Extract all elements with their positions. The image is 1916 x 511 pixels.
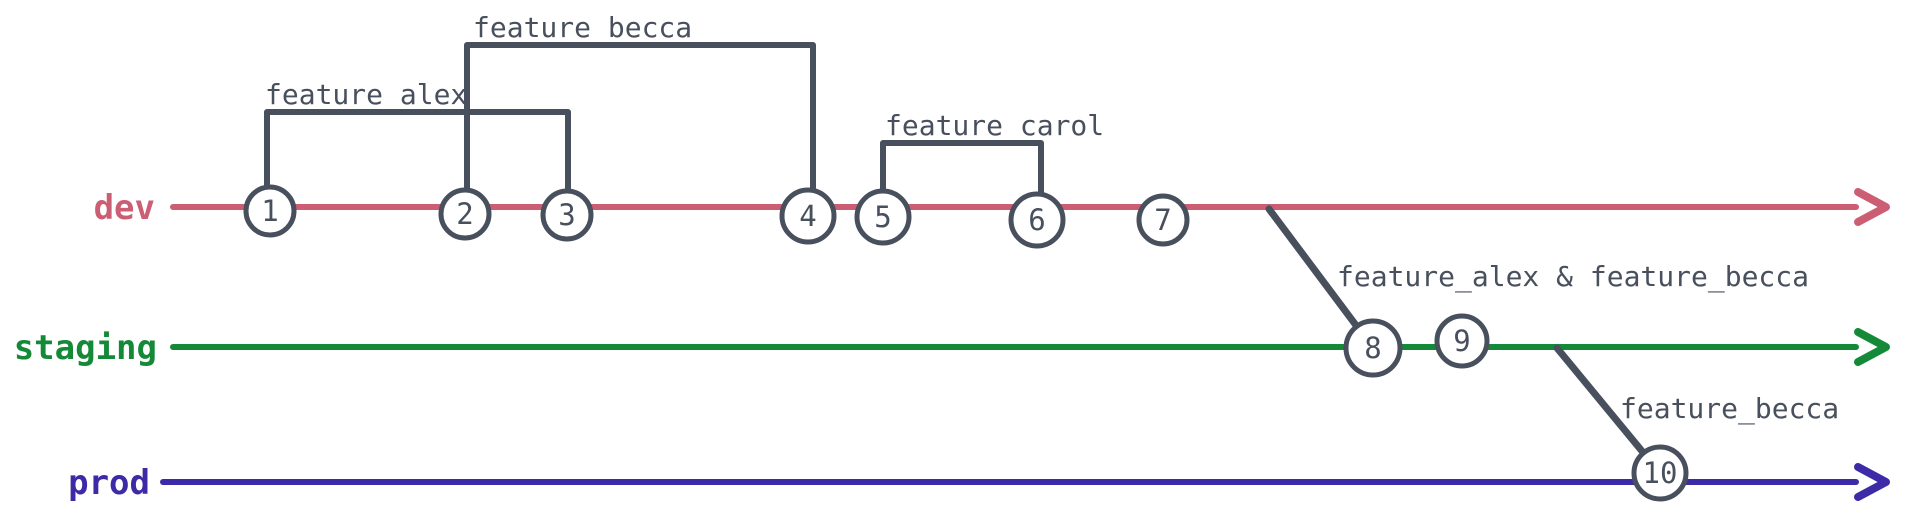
commit-number: 2 <box>456 197 473 231</box>
commit-number: 5 <box>874 200 891 234</box>
commit-number: 1 <box>261 194 278 228</box>
commit-number: 7 <box>1154 203 1171 237</box>
commit-number: 3 <box>558 198 575 232</box>
branch-arrow-icon-staging <box>1854 328 1890 366</box>
commit-number: 6 <box>1028 203 1045 237</box>
commit-node <box>438 187 492 241</box>
feature-bracket <box>880 140 1044 198</box>
commit-node <box>1136 193 1190 247</box>
feature-bracket-label: feature_becca <box>473 11 692 45</box>
feature-bracket <box>264 109 571 195</box>
branch-label-prod: prod <box>68 463 150 503</box>
branch-arrow-icon-dev <box>1854 188 1890 226</box>
commit-node <box>540 188 594 242</box>
commit-node <box>1343 318 1403 378</box>
branch-arrow-icon-prod <box>1854 463 1890 501</box>
feature-bracket-label: feature_alex <box>265 78 467 112</box>
commit-number: 10 <box>1643 456 1678 490</box>
commit-node <box>1008 191 1066 249</box>
commit-node <box>243 184 297 238</box>
merge-label: feature_alex & feature_becca <box>1337 260 1809 294</box>
commit-number: 8 <box>1364 331 1381 365</box>
commit-node <box>1631 444 1689 502</box>
commit-number: 4 <box>799 199 816 233</box>
branch-label-dev: dev <box>94 188 155 228</box>
merge-label: feature_becca <box>1620 392 1839 426</box>
commit-node <box>854 188 912 246</box>
commit-node <box>779 187 837 245</box>
commit-number: 9 <box>1453 324 1470 358</box>
commit-node <box>1434 313 1490 369</box>
branch-label-staging: staging <box>14 328 157 368</box>
feature-bracket-label: feature_carol <box>885 109 1104 143</box>
feature-bracket <box>464 42 816 194</box>
